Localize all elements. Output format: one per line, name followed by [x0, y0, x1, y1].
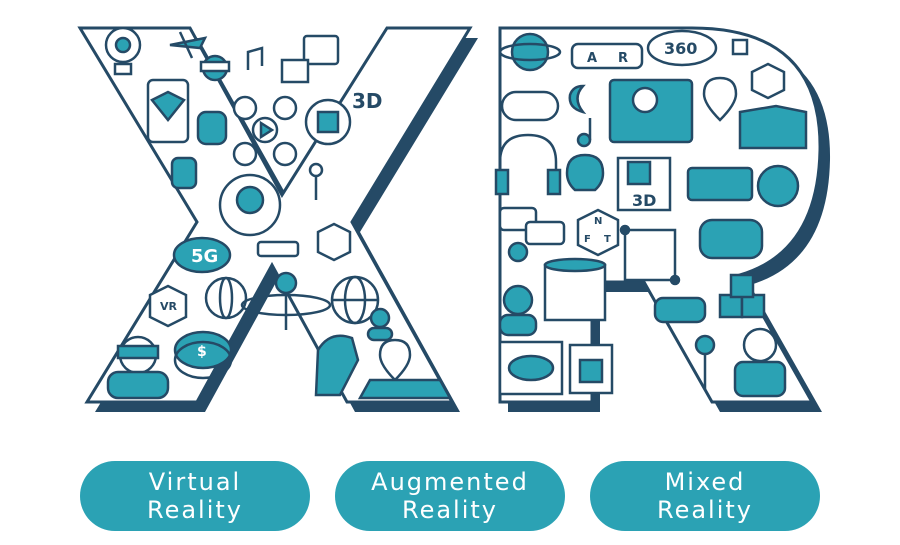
vr-goggles-icon	[653, 296, 707, 324]
brain-chip-icon	[304, 98, 352, 146]
vr-user-icon	[199, 54, 231, 82]
book-pen-icon	[738, 104, 808, 150]
vr-user-icon	[498, 284, 538, 337]
label-coin: $	[197, 344, 207, 360]
book-icon	[280, 58, 310, 84]
mixed-reality-button[interactable]: Mixed Reality	[590, 461, 820, 531]
ar-glasses-icon	[256, 240, 300, 258]
label-5g: 5G	[191, 246, 218, 267]
headphones-icon	[494, 133, 562, 196]
media-play-icon	[251, 116, 279, 144]
virtual-reality-button[interactable]: Virtual Reality	[80, 461, 310, 531]
vr-dancer-icon	[240, 271, 332, 330]
vr-headset-person-icon	[106, 335, 170, 400]
location-pin-icon	[702, 76, 738, 122]
art-labels: 5G VR 3D 3D A R 360 N F T $	[160, 39, 697, 360]
label-line-2: Reality	[401, 496, 498, 524]
label-line-1: Virtual	[148, 468, 242, 496]
vr-screen-icon	[608, 78, 694, 144]
vr-headset-icon	[698, 218, 764, 260]
r-icons	[494, 29, 808, 398]
cubes-stack-icon	[718, 273, 766, 319]
chat-bubbles-icon	[498, 206, 566, 246]
label-nft-n: N	[594, 216, 602, 227]
moon-icon	[568, 84, 587, 115]
ar-glasses-icon	[570, 42, 644, 70]
vr-head-side-icon	[314, 334, 360, 397]
5g-bubble-icon	[172, 236, 232, 274]
media-forward-icon	[272, 141, 298, 167]
lightbulb-icon	[565, 153, 605, 192]
cube-small-icon	[731, 38, 749, 56]
nft-cube-icon	[576, 208, 620, 257]
hologram-person-icon	[308, 162, 324, 200]
globe-icon	[330, 275, 380, 325]
person-avatar-icon	[218, 173, 282, 237]
augmented-reality-button[interactable]: Augmented Reality	[335, 461, 565, 531]
pointer-hand-icon	[170, 156, 198, 190]
label-360: 360	[664, 39, 697, 58]
planet-icon	[498, 32, 562, 72]
gamepad-icon	[500, 90, 560, 122]
music-note-icon	[576, 118, 592, 148]
person-icon	[366, 307, 394, 342]
network-cube-icon	[619, 224, 681, 286]
label-ar-a: A	[587, 51, 597, 66]
vr-scientist-icon	[733, 327, 787, 398]
cube-jar-icon	[568, 343, 614, 395]
virtual-reality-label: Virtual Reality	[147, 468, 243, 524]
hologram-room-icon	[543, 257, 607, 322]
globe-stand-icon	[756, 164, 800, 208]
coin-stack-icon	[173, 330, 233, 380]
media-pause-icon	[232, 95, 258, 121]
music-notes-icon	[246, 46, 264, 70]
eye-icon	[498, 340, 564, 396]
x-icons	[104, 26, 453, 400]
media-rewind-icon	[232, 141, 258, 167]
cube-icon	[750, 62, 786, 100]
vr-box-icon	[148, 284, 188, 328]
airplane-icon	[169, 31, 208, 59]
controller-hand-icon	[196, 110, 228, 146]
360-degree-icon	[646, 29, 718, 67]
label-vr: VR	[160, 300, 178, 313]
label-3d-left: 3D	[352, 89, 383, 113]
mixed-reality-label: Mixed Reality	[657, 468, 753, 524]
label-nft-t: T	[604, 234, 611, 245]
hologram-tablet-icon	[686, 166, 754, 202]
label-line-1: Mixed	[664, 468, 746, 496]
phone-map-icon	[146, 78, 190, 144]
media-stop-icon	[272, 95, 298, 121]
3d-box-icon	[616, 156, 672, 212]
map-pin-icon	[357, 338, 453, 400]
label-nft-f: F	[584, 234, 591, 245]
label-ar-r: R	[618, 51, 628, 66]
label-line-2: Reality	[656, 496, 754, 524]
vr-dancer-icon	[694, 334, 716, 390]
label-3d-right: 3D	[632, 191, 656, 210]
lightbulb-gear-icon	[104, 26, 142, 76]
rotate-globe-icon	[204, 276, 248, 320]
label-line-2: Reality	[146, 496, 244, 524]
label-line-1: Augmented	[371, 468, 529, 496]
cube-icon	[316, 222, 352, 262]
person-icon	[507, 241, 529, 263]
xr-illustration: 5G VR 3D 3D A R 360 N F T $	[77, 26, 831, 412]
tablet-chart-icon	[302, 34, 340, 66]
augmented-reality-label: Augmented Reality	[371, 468, 529, 524]
